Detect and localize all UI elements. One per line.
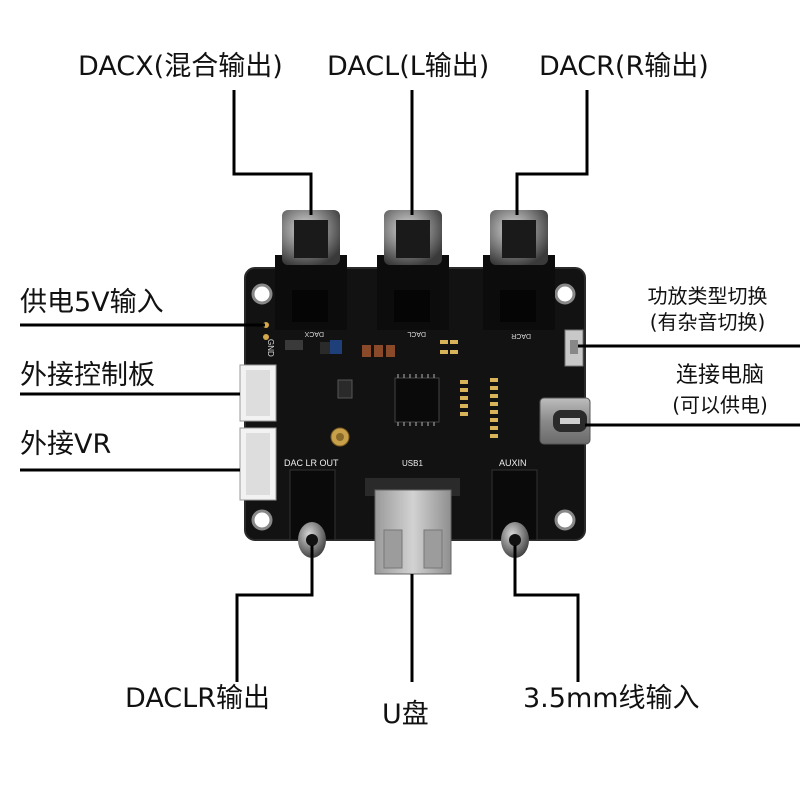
silk-dacr: DACR: [511, 332, 531, 339]
silk-usb1: USB1: [402, 459, 423, 468]
label-daclr-out: DACLR输出: [125, 683, 270, 714]
silk-dacl: DACL: [407, 330, 426, 337]
callout-lines: [20, 90, 800, 682]
label-aux-in: 3.5mm线输入: [523, 683, 700, 714]
label-pc-line2: (可以供电): [672, 393, 768, 418]
mount-hole: [554, 509, 576, 531]
label-amp-switch-line1: 功放类型切换: [647, 284, 768, 308]
mount-hole: [554, 283, 576, 305]
rca-jack-dacl: [377, 210, 449, 330]
rca-jack-dacr: [483, 210, 555, 330]
label-power-in: 供电5V输入: [20, 287, 164, 318]
label-amp-switch: 功放类型切换 (有杂音切换): [620, 285, 795, 333]
label-amp-switch-line2: (有杂音切换): [649, 310, 766, 334]
power-components: [285, 340, 395, 399]
label-dacr: DACR(R输出): [539, 51, 709, 82]
label-usb-disk: U盘: [382, 699, 429, 730]
resistor-array: [440, 340, 498, 438]
audio-jack-daclr-out: [289, 469, 336, 558]
silk-auxin: AUXIN: [499, 458, 527, 468]
label-pc: 连接电脑 (可以供电): [655, 363, 785, 418]
label-ext-control: 外接控制板: [20, 360, 155, 391]
label-dacx: DACX(混合输出): [78, 51, 283, 82]
connector-vr: [239, 427, 277, 501]
main-ic-chip: [394, 374, 440, 426]
label-dacl: DACL(L输出): [327, 51, 490, 82]
rca-jack-dacx: [275, 210, 347, 330]
mount-hole: [251, 509, 273, 531]
mount-hole: [251, 283, 273, 305]
crystal-oscillator: [330, 427, 350, 447]
amp-type-switch: [564, 329, 584, 367]
audio-jack-aux-in: [491, 469, 538, 558]
usb-c-port: [539, 397, 591, 445]
label-ext-vr: 外接VR: [20, 429, 112, 460]
usb-a-port: [365, 478, 460, 575]
connector-control-board: [239, 364, 277, 422]
silk-dacx: DACX: [304, 330, 324, 337]
label-pc-line1: 连接电脑: [675, 363, 764, 388]
silk-dac-lr-out: DAC LR OUT: [284, 458, 339, 468]
silk-gnd: GND: [266, 339, 275, 357]
